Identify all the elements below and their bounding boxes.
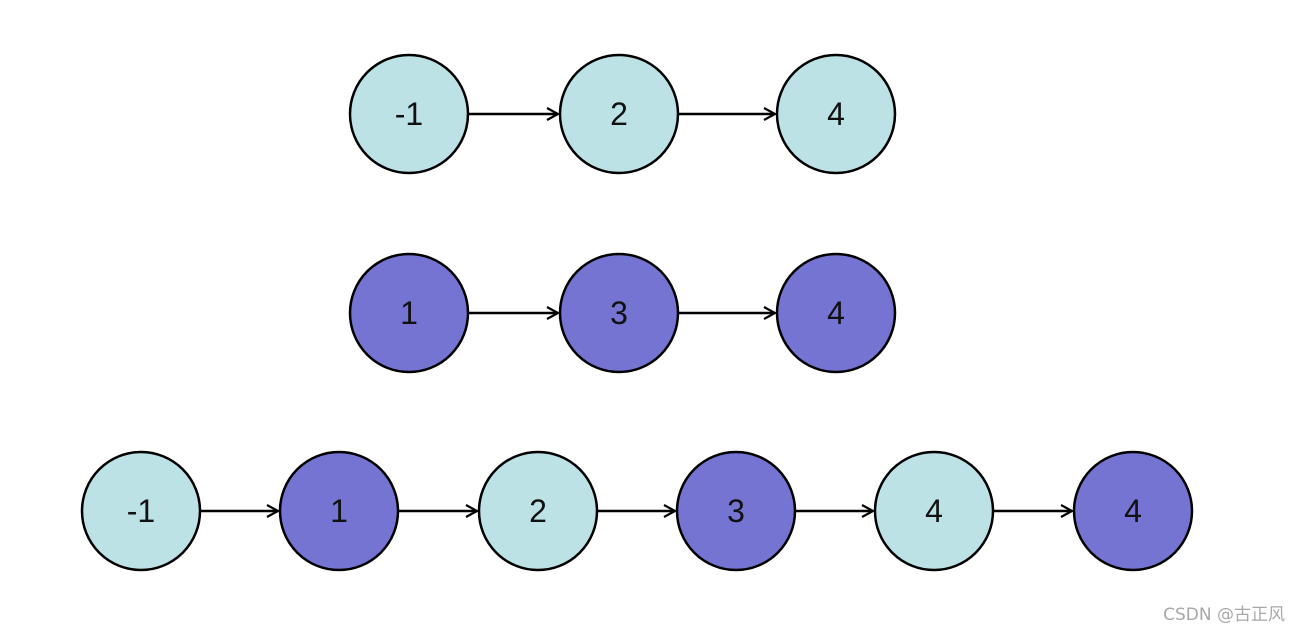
node-label: 2 <box>610 96 628 132</box>
list-b: 1 3 4 <box>348 252 897 374</box>
list-a: -1 2 4 <box>348 53 897 175</box>
list-node: 4 <box>1072 450 1194 572</box>
node-label: 2 <box>529 493 547 529</box>
node-circle <box>775 252 897 374</box>
list-node: 3 <box>558 252 680 374</box>
list-node: -1 <box>348 53 470 175</box>
node-circle <box>278 450 400 572</box>
node-circle <box>1072 450 1194 572</box>
node-label: 3 <box>610 295 628 331</box>
node-label: 3 <box>727 493 745 529</box>
node-label: 4 <box>827 295 845 331</box>
node-circle <box>348 53 470 175</box>
list-node: 2 <box>558 53 680 175</box>
node-circle <box>477 450 599 572</box>
node-circle <box>558 53 680 175</box>
node-circle <box>675 450 797 572</box>
list-node: 3 <box>675 450 797 572</box>
node-label: 1 <box>400 295 418 331</box>
list-node: 2 <box>477 450 599 572</box>
list-node: 1 <box>348 252 470 374</box>
list-node: 4 <box>873 450 995 572</box>
node-circle <box>80 450 202 572</box>
node-label: -1 <box>395 96 423 132</box>
list-node: 1 <box>278 450 400 572</box>
watermark: CSDN @古正风 <box>1163 605 1285 625</box>
node-circle <box>558 252 680 374</box>
node-circle <box>775 53 897 175</box>
list-node: 4 <box>775 252 897 374</box>
list-node: 4 <box>775 53 897 175</box>
node-label: 4 <box>827 96 845 132</box>
list-node: -1 <box>80 450 202 572</box>
node-label: 4 <box>925 493 943 529</box>
node-circle <box>348 252 470 374</box>
node-label: 1 <box>330 493 348 529</box>
node-circle <box>873 450 995 572</box>
node-label: -1 <box>127 493 155 529</box>
merged-list: -1 1 2 3 4 4 <box>80 450 1194 572</box>
node-label: 4 <box>1124 493 1142 529</box>
